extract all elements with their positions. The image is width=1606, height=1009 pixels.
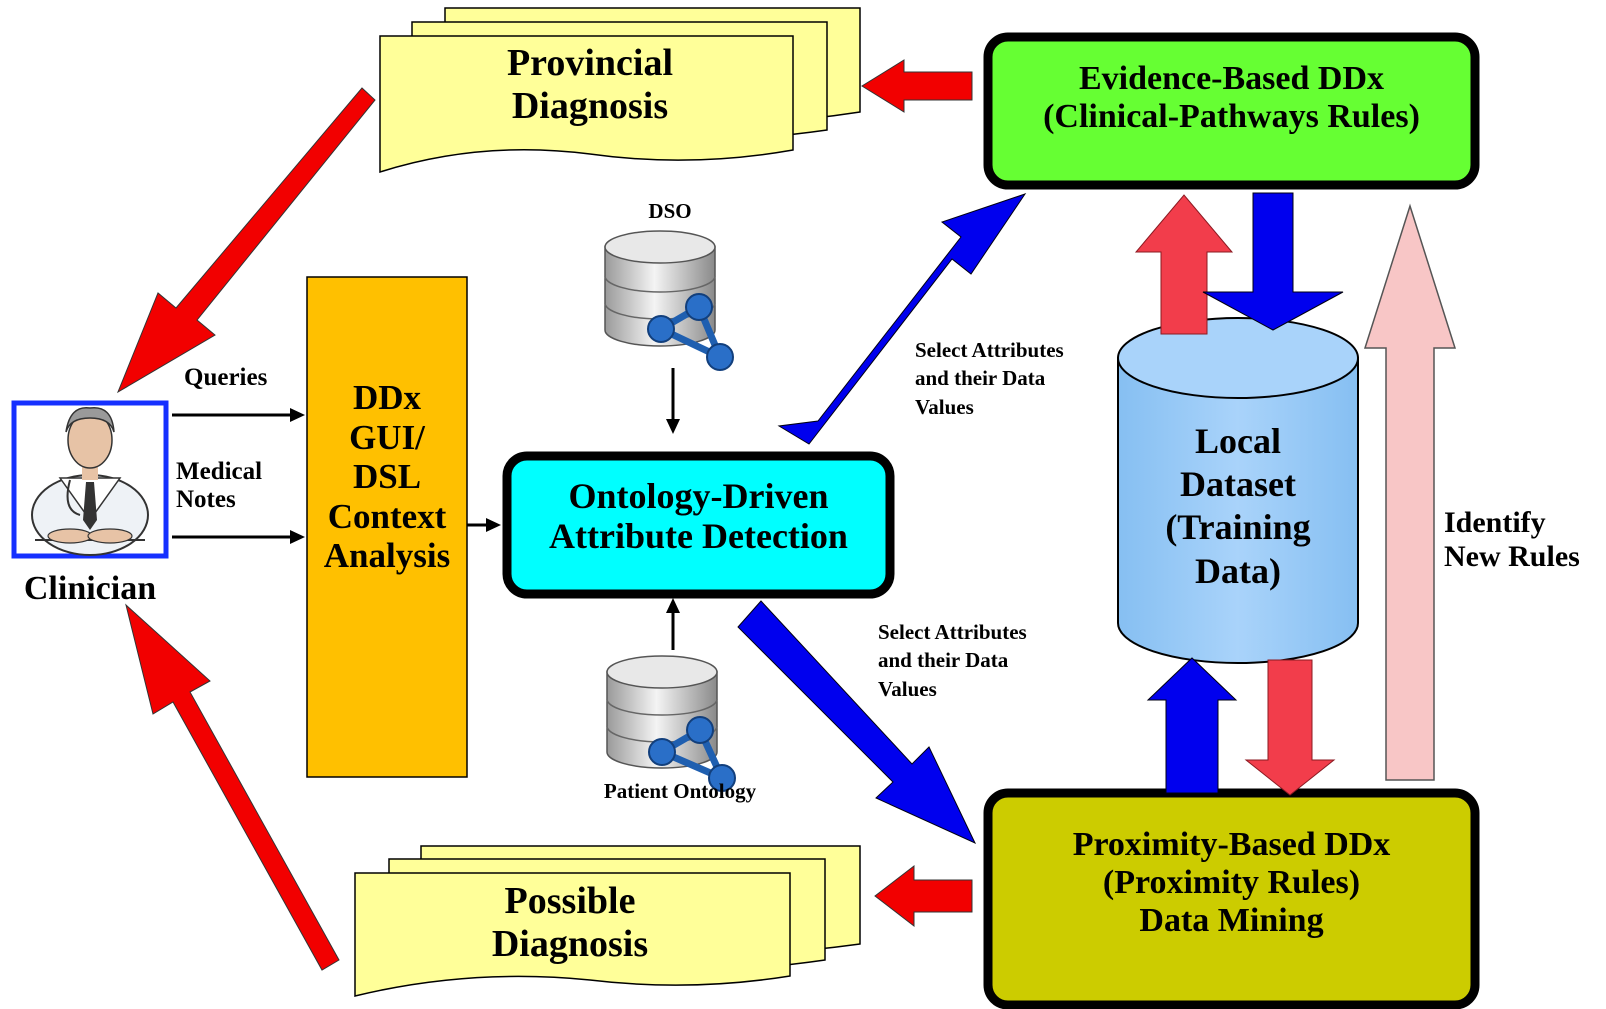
queries-label: Queries bbox=[184, 364, 268, 391]
arrow-evidence-to-dataset bbox=[1202, 192, 1344, 331]
gui-dsl-box bbox=[306, 276, 468, 778]
arrow-proximity-to-possible bbox=[874, 864, 973, 928]
arrow-evidence-to-provincial bbox=[861, 59, 973, 113]
patient-ontology-database-icon bbox=[606, 655, 736, 792]
clinician-icon bbox=[11, 400, 169, 559]
evidence-based-box bbox=[983, 32, 1480, 190]
arrow-identify-new-rules bbox=[1363, 203, 1457, 781]
provincial-doc-front bbox=[379, 35, 794, 174]
dso-label: DSO bbox=[648, 199, 692, 223]
arrow-dataset-to-evidence bbox=[1134, 194, 1234, 335]
ontology-box bbox=[502, 451, 895, 599]
provincial-diagnosis-stack bbox=[379, 7, 861, 174]
arrow-dso-to-ontology bbox=[666, 368, 680, 434]
arrow-ontology-to-evidence bbox=[777, 193, 1027, 445]
arrow-possible-to-clinician bbox=[125, 603, 340, 971]
arrow-patient-to-ontology bbox=[666, 598, 680, 650]
arrow-gui-to-ontology bbox=[467, 518, 501, 532]
possible-diagnosis-stack bbox=[354, 845, 861, 997]
proximity-based-label: Proximity-Based DDx(Proximity Rules)Data… bbox=[1072, 826, 1391, 940]
evidence-based-label: Evidence-Based DDx(Clinical-Pathways Rul… bbox=[1043, 60, 1420, 136]
arrow-provincial-to-clinician bbox=[116, 87, 376, 394]
proximity-based-box bbox=[983, 788, 1480, 1009]
local-dataset-cylinder bbox=[1117, 317, 1359, 664]
arrow-ontology-to-proximity bbox=[737, 600, 977, 845]
arrow-medical-notes bbox=[172, 530, 305, 544]
arrow-mining-to-dataset bbox=[1146, 657, 1238, 794]
dso-database-icon bbox=[604, 230, 734, 371]
possible-doc-front bbox=[354, 872, 791, 997]
arrow-queries bbox=[172, 408, 305, 422]
clinician-label: Clinician bbox=[23, 570, 157, 607]
patient-ontology-label: Patient Ontology bbox=[603, 779, 757, 803]
arrow-dataset-to-mining bbox=[1244, 659, 1336, 796]
